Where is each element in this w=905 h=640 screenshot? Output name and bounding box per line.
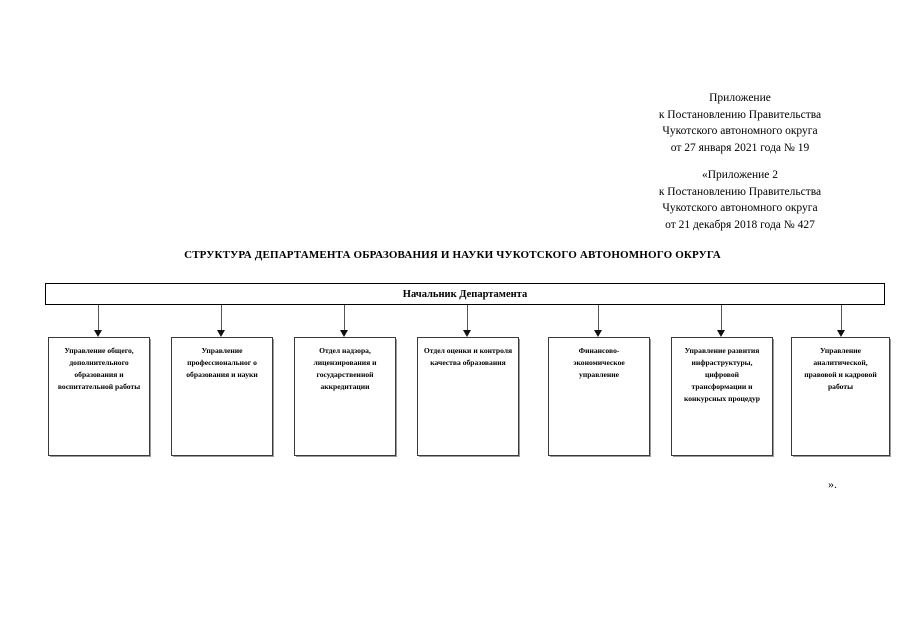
arrow-down-icon <box>837 330 845 337</box>
connector-line <box>841 305 843 331</box>
org-unit-label: Управление аналитической, правовой и кад… <box>804 346 877 391</box>
arrow-down-icon <box>463 330 471 337</box>
appendix-reference-current: Приложение к Постановлению Правительства… <box>600 90 880 156</box>
org-unit-box: Отдел надзора, лицензирования и государс… <box>294 337 396 456</box>
reference-line: Чукотского автономного округа <box>662 125 818 137</box>
org-unit-label: Отдел надзора, лицензирования и государс… <box>313 346 377 391</box>
connector-line <box>598 305 600 331</box>
arrow-down-icon <box>94 330 102 337</box>
org-unit-label: Управление профессиональног о образовани… <box>186 346 258 379</box>
closing-quotation-mark: ». <box>828 477 837 491</box>
connector-line <box>467 305 469 331</box>
arrow-down-icon <box>717 330 725 337</box>
org-unit-label: Финансово-экономическое управление <box>573 346 625 379</box>
org-unit-box: Отдел оценки и контроля качества образов… <box>417 337 519 456</box>
reference-line: от 21 декабря 2018 года № 427 <box>665 218 815 231</box>
page-title: СТРУКТУРА ДЕПАРТАМЕНТА ОБРАЗОВАНИЯ И НАУ… <box>184 249 721 261</box>
org-unit-box: Управление общего, дополнительного образ… <box>48 337 150 456</box>
reference-line: Приложение <box>709 92 771 104</box>
connector-line <box>721 305 723 331</box>
appendix-reference-amended: «Приложение 2 к Постановлению Правительс… <box>600 167 880 233</box>
reference-line: к Постановлению Правительства <box>658 108 822 121</box>
org-unit-box: Финансово-экономическое управление <box>548 337 650 456</box>
reference-line: «Приложение 2 <box>701 169 779 181</box>
org-unit-label: Управление развития инфраструктуры, цифр… <box>683 346 760 403</box>
reference-line: Чукотского автономного округа <box>662 202 818 214</box>
connector-line <box>221 305 223 331</box>
arrow-down-icon <box>217 330 225 337</box>
arrow-down-icon <box>340 330 348 337</box>
org-unit-label: Управление общего, дополнительного образ… <box>57 346 141 391</box>
org-unit-box: Управление профессиональног о образовани… <box>171 337 273 456</box>
reference-line: к Постановлению Правительства <box>658 185 822 198</box>
reference-line: от 27 января 2021 года № 19 <box>670 141 810 154</box>
org-unit-box: Управление развития инфраструктуры, цифр… <box>671 337 773 456</box>
org-head-label: Начальник Департамента <box>402 288 528 300</box>
org-head-box: Начальник Департамента <box>45 283 885 305</box>
connector-line <box>98 305 100 331</box>
arrow-down-icon <box>594 330 602 337</box>
org-unit-label: Отдел оценки и контроля качества образов… <box>423 346 513 367</box>
connector-line <box>344 305 346 331</box>
org-unit-box: Управление аналитической, правовой и кад… <box>791 337 890 456</box>
